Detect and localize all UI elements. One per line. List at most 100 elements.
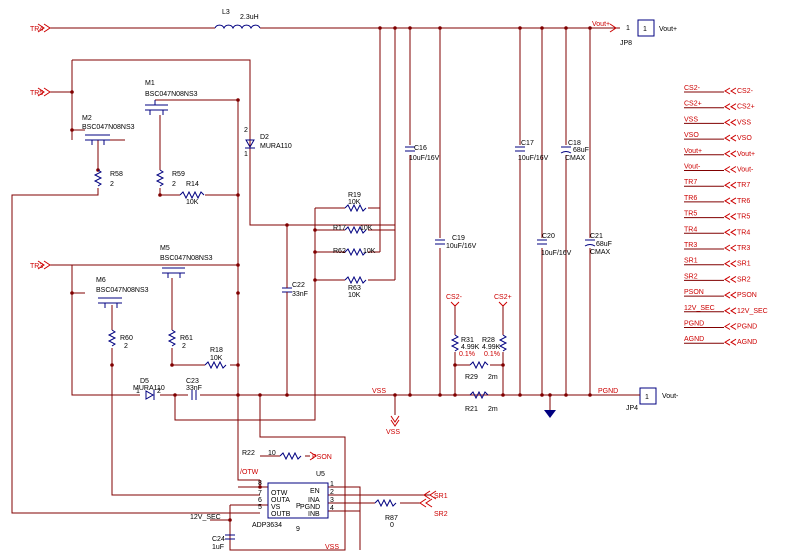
u5-ref: U5 xyxy=(316,471,325,478)
r87-ref: R87 xyxy=(385,515,398,522)
jp4-net: Vout- xyxy=(662,393,679,400)
r19-ref: R19 xyxy=(348,192,361,199)
connector-jp8: 1 1 JP8 Vout+ xyxy=(620,19,677,47)
side-port-name: 12V_SEC xyxy=(737,308,768,315)
u5-pin-8: 8 xyxy=(258,480,262,487)
jp4-pin-box: 1 xyxy=(645,394,649,401)
side-port-label: TR5 xyxy=(684,211,697,218)
side-port-vout-: Vout+Vout+ xyxy=(684,148,755,158)
c23-ref: C23 xyxy=(186,378,199,385)
m5-value: BSC047N08NS3 xyxy=(160,255,213,262)
inductor-l3: L3 2.3uH xyxy=(214,9,261,30)
c23-value: 33nF xyxy=(186,385,202,392)
connector-jp4: 1 JP4 Vout- xyxy=(620,387,679,412)
r59-ref: R59 xyxy=(172,171,185,178)
net-vss-arrow: VSS xyxy=(386,429,400,436)
side-port-label: PSON xyxy=(684,289,704,296)
u5-pin-5: 5 xyxy=(258,504,262,511)
l3-value: 2.3uH xyxy=(240,14,259,21)
r18-value: 10K xyxy=(210,355,223,362)
d5-pin1: 1 xyxy=(136,388,140,395)
u5-pin-3: 3 xyxy=(330,497,334,504)
c21-note: CMAX xyxy=(590,249,611,256)
side-port-label: PGND xyxy=(684,321,704,328)
side-port-name: AGND xyxy=(737,339,757,346)
side-port-label: CS2+ xyxy=(684,101,702,108)
r22-ref: R22 xyxy=(242,450,255,457)
c18-value: 68uF xyxy=(573,147,589,154)
net-cs-neg: CS2- xyxy=(446,294,463,301)
r29-ref: R29 xyxy=(465,374,478,381)
r18-ref: R18 xyxy=(210,347,223,354)
net-pson: PSON xyxy=(312,454,332,461)
side-port-name: CS2- xyxy=(737,88,754,95)
wires xyxy=(11,27,620,551)
port-arrows xyxy=(37,23,617,508)
u5-pin-1: 1 xyxy=(330,481,334,488)
side-port-label: VSO xyxy=(684,132,699,139)
c17-ref: C17 xyxy=(521,140,534,147)
mosfet-m1: M1 BSC047N08NS3 xyxy=(145,80,198,115)
side-port-name: Vout- xyxy=(737,167,754,174)
net-tr4: TR4 xyxy=(30,26,43,33)
net-tr5: TR5 xyxy=(30,90,43,97)
r63-value: 10K xyxy=(348,292,361,299)
r19-value: 10K xyxy=(348,199,361,206)
r62-value: 10K xyxy=(363,248,376,255)
net-tr3: TR3 xyxy=(30,263,43,270)
u5-pin-inb: INB xyxy=(308,511,320,518)
side-port-name: PGND xyxy=(737,324,757,331)
d2-pin1: 1 xyxy=(244,151,248,158)
resistors xyxy=(93,169,508,508)
r14-ref: R14 xyxy=(186,181,199,188)
u5-part: ADP3634 xyxy=(252,522,282,529)
diode-d2: 2 1 D2 MURA110 xyxy=(244,127,292,158)
junctions xyxy=(70,26,592,522)
d2-value: MURA110 xyxy=(260,143,292,150)
d5-ref: D5 xyxy=(140,378,149,385)
r28-value: 4.99K xyxy=(482,344,501,351)
diode-d5: D5 MURA110 1 2 xyxy=(133,378,165,400)
side-port-name: SR1 xyxy=(737,261,751,268)
r31-value: 4.99K xyxy=(461,344,480,351)
d2-ref: D2 xyxy=(260,134,269,141)
net-otw: /OTW xyxy=(240,469,259,476)
net-labels: TR4 TR5 TR3 Vout+ VSS PGND VSS CS2- CS2+… xyxy=(30,21,618,551)
d2-pin2: 2 xyxy=(244,127,248,134)
side-port-name: TR6 xyxy=(737,198,750,205)
side-port-name: TR4 xyxy=(737,229,750,236)
d5-value: MURA110 xyxy=(133,385,165,392)
c19-value: 10uF/16V xyxy=(446,243,477,250)
net-cs-pos: CS2+ xyxy=(494,294,512,301)
r21-ref: R21 xyxy=(465,406,478,413)
u5-pin-ina: INA xyxy=(308,497,320,504)
side-port-label: Vout+ xyxy=(684,148,702,155)
m5-ref: M5 xyxy=(160,245,170,252)
side-port-name: CS2+ xyxy=(737,104,755,111)
side-port-name: VSS xyxy=(737,119,751,126)
m2-ref: M2 xyxy=(82,115,92,122)
c18-note: CMAX xyxy=(565,155,586,162)
side-port-pgnd: PGND PGND xyxy=(684,321,757,331)
resistor-labels: R58 2 R59 2 R14 10K R60 2 R61 2 R18 10K … xyxy=(110,171,501,529)
u5-bottom-pin: 9 xyxy=(296,526,300,533)
jp8-pin-num: 1 xyxy=(626,25,630,32)
c21-value: 68uF xyxy=(596,241,612,248)
side-port-label: TR4 xyxy=(684,226,697,233)
u5-pin-4: 4 xyxy=(330,505,334,512)
side-port-label: SR2 xyxy=(684,273,698,280)
side-port-name: TR3 xyxy=(737,245,750,252)
r60-ref: R60 xyxy=(120,335,133,342)
side-port-name: PSON xyxy=(737,292,757,299)
net-sr1: SR1 xyxy=(434,493,448,500)
u5-pin-en: EN xyxy=(310,488,320,495)
